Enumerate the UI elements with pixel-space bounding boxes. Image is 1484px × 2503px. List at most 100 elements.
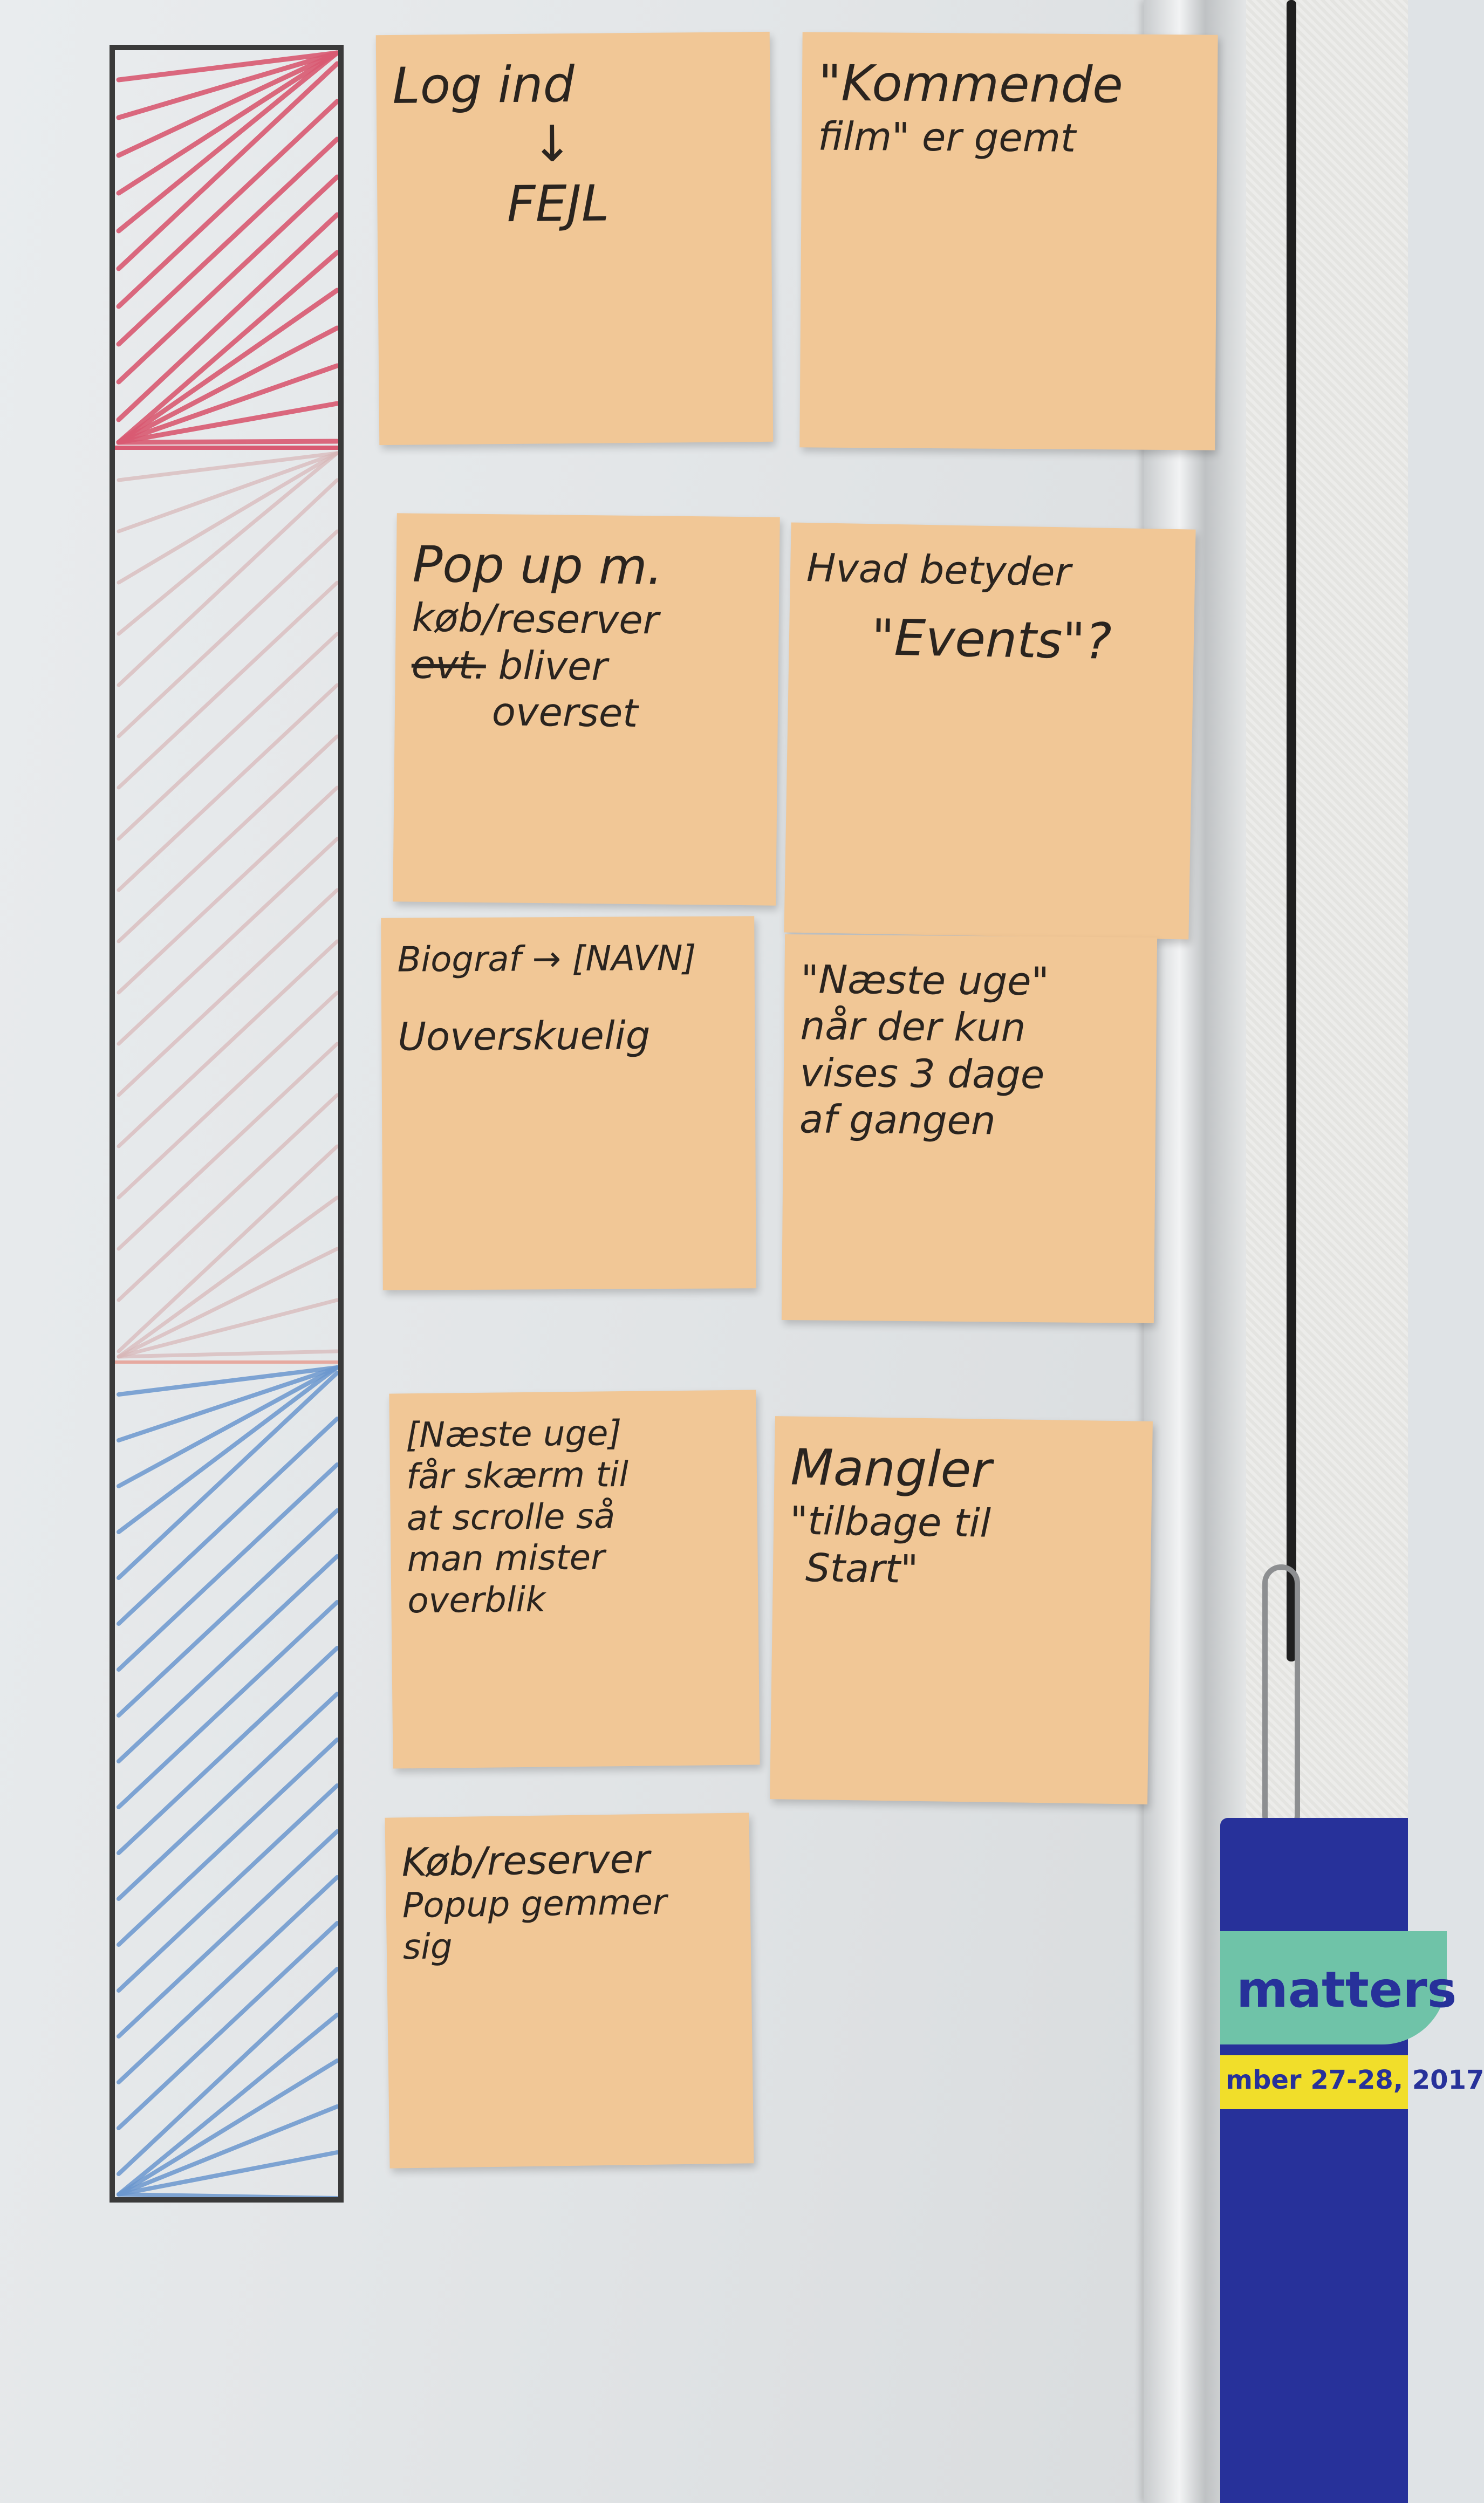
note-text: "Næste uge" — [801, 956, 1050, 1004]
badge-title: matters — [1236, 1961, 1457, 2019]
hatch-stroke — [117, 1247, 339, 1359]
note-text: køb/reserver — [412, 594, 659, 643]
hatch-stroke — [117, 1365, 339, 1397]
hatch-stroke — [117, 939, 339, 1148]
note-text: at scrolle så — [406, 1496, 616, 1538]
note-text: man mister — [407, 1537, 605, 1580]
hatch-stroke — [117, 1371, 339, 1580]
hatch-stroke — [116, 174, 340, 385]
note-text: Pop up m. — [412, 535, 664, 596]
hatch-stroke — [116, 363, 340, 445]
hatch-stroke — [117, 529, 339, 738]
note-text: "tilbage til — [789, 1497, 991, 1547]
struck-text: evt. — [411, 641, 487, 688]
sticky-note-log-ind: Log ind ↓ FEJL — [375, 31, 774, 446]
hatched-severity-bar — [110, 45, 344, 2203]
hatch-stroke — [117, 1042, 339, 1251]
hatch-stroke — [117, 785, 339, 995]
note-text: Hvad betyder — [806, 545, 1071, 595]
note-text: Start" — [805, 1544, 919, 1592]
hatch-stroke — [117, 1093, 339, 1302]
hatch-stroke — [116, 99, 340, 309]
hatch-stroke — [117, 1921, 339, 2130]
note-text: Popup gemmer — [402, 1882, 667, 1926]
hatch-stroke — [116, 250, 340, 445]
hatch-stroke — [117, 580, 339, 790]
hatch-stroke — [117, 451, 339, 585]
hatch-stroke — [117, 1349, 339, 1359]
hatch-stroke — [117, 2059, 339, 2197]
badge-green-shape — [1220, 1931, 1447, 2044]
hatch-stroke — [117, 837, 339, 1046]
note-text: af gangen — [799, 1096, 996, 1144]
hatch-stroke — [117, 1195, 339, 1359]
hatch-stroke — [116, 325, 340, 445]
note-text: Uoverskuelig — [398, 1013, 651, 1059]
hatch-stroke — [117, 990, 339, 1200]
sticky-note-kommende-film: "Kommende film" er gemt — [799, 32, 1218, 450]
hatch-stroke — [117, 1365, 339, 1534]
hatch-stroke — [117, 478, 339, 687]
note-text: Mangler — [790, 1438, 992, 1499]
hatch-stroke — [116, 401, 340, 445]
hatch-stroke — [116, 212, 340, 422]
note-text: "Events"? — [871, 608, 1112, 671]
hatch-stroke — [116, 61, 340, 271]
conference-badge: matters mber 27-28, 2017 — [1220, 1818, 1484, 2503]
note-text: når der kun — [800, 1003, 1026, 1051]
note-text: sig — [402, 1927, 453, 1968]
sticky-note-koeb-reserver: Køb/reserver Popup gemmer sig — [385, 1813, 754, 2169]
note-text: overset — [491, 689, 638, 736]
sticky-note-mangler: Mangler "tilbage til Start" — [770, 1416, 1153, 1804]
hatch-stroke — [117, 1783, 339, 1993]
hatch-stroke — [117, 632, 339, 841]
hatch-stroke — [117, 451, 339, 636]
hatch-stroke — [117, 1298, 339, 1359]
lanyard-clip — [1262, 1564, 1300, 1834]
hatch-stroke — [117, 451, 339, 534]
hatch-stroke — [116, 50, 340, 158]
note-text: Køb/reserver — [401, 1836, 651, 1885]
bar-outline — [110, 45, 344, 2203]
note-text: overblik — [407, 1579, 546, 1622]
hatch-stroke — [117, 1554, 339, 1763]
hatch-stroke — [117, 1646, 339, 1855]
note-text: "Kommende — [818, 54, 1124, 114]
hatch-stroke — [117, 2104, 339, 2197]
note-text: evt. bliver — [411, 641, 762, 691]
note-text: FEJL — [507, 174, 610, 233]
hatch-stroke — [117, 2013, 339, 2197]
hatch-stroke — [116, 50, 340, 120]
sticky-note-naeste-uge-scroll: [Næste uge] får skærm til at scrolle så … — [389, 1390, 760, 1769]
sticky-note-pop-up: Pop up m. køb/reserver evt. bliver overs… — [393, 513, 780, 906]
hatch-stroke — [116, 50, 340, 196]
hatch-stroke — [117, 1417, 339, 1626]
hatch-stroke — [117, 1967, 339, 2176]
hatch-stroke — [116, 50, 340, 83]
lanyard-cord — [1287, 0, 1296, 1661]
note-text: [Næste uge] — [405, 1413, 622, 1456]
hatch-stroke — [117, 1829, 339, 2039]
hatch-stroke — [117, 1600, 339, 1809]
hatch-stroke — [117, 2150, 339, 2197]
hatch-stroke — [117, 734, 339, 943]
note-text: Log ind — [392, 55, 575, 115]
hatch-stroke — [117, 451, 339, 482]
hatch-stroke — [117, 1365, 339, 1488]
hatch-stroke — [117, 1365, 339, 1442]
badge-date: mber 27-28, 2017 — [1226, 2065, 1484, 2095]
hatch-stroke — [117, 1508, 339, 1718]
hatch-stroke — [116, 288, 340, 445]
badge-date-strip: mber 27-28, 2017 — [1220, 2055, 1484, 2109]
note-text: Biograf → [NAVN] — [397, 938, 696, 980]
note-text: får skærm til — [406, 1454, 629, 1497]
hatch-stroke — [117, 1875, 339, 2084]
hatch-stroke — [117, 888, 339, 1097]
hatch-stroke — [117, 1144, 339, 1353]
note-text: bliver — [485, 642, 608, 689]
hatch-stroke — [116, 439, 340, 445]
hatch-stroke — [116, 50, 340, 234]
note-text: film" er gemt — [818, 113, 1076, 161]
hatch-stroke — [117, 683, 339, 892]
arrow-down-icon: ↓ — [531, 115, 573, 174]
